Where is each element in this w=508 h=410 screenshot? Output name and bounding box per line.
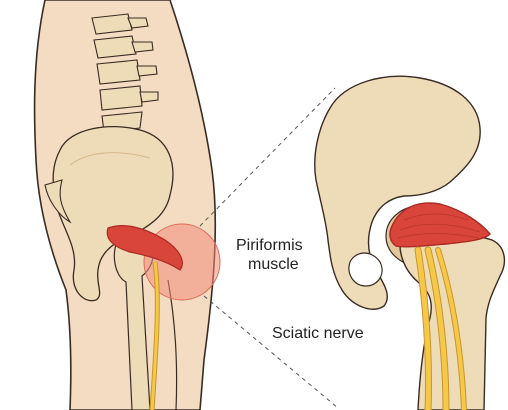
- obturator-foramen: [349, 253, 382, 286]
- hip-magnified: [315, 76, 505, 410]
- sciatic-nerve-label: Sciatic nerve: [272, 324, 364, 343]
- piriformis-label-line1: Piriformis: [236, 237, 303, 254]
- piriformis-muscle: [390, 203, 490, 247]
- piriformis-muscle-label: Piriformis muscle: [236, 236, 303, 274]
- piriformis-label-line2: muscle: [236, 255, 303, 274]
- body-side-view: [35, 0, 220, 410]
